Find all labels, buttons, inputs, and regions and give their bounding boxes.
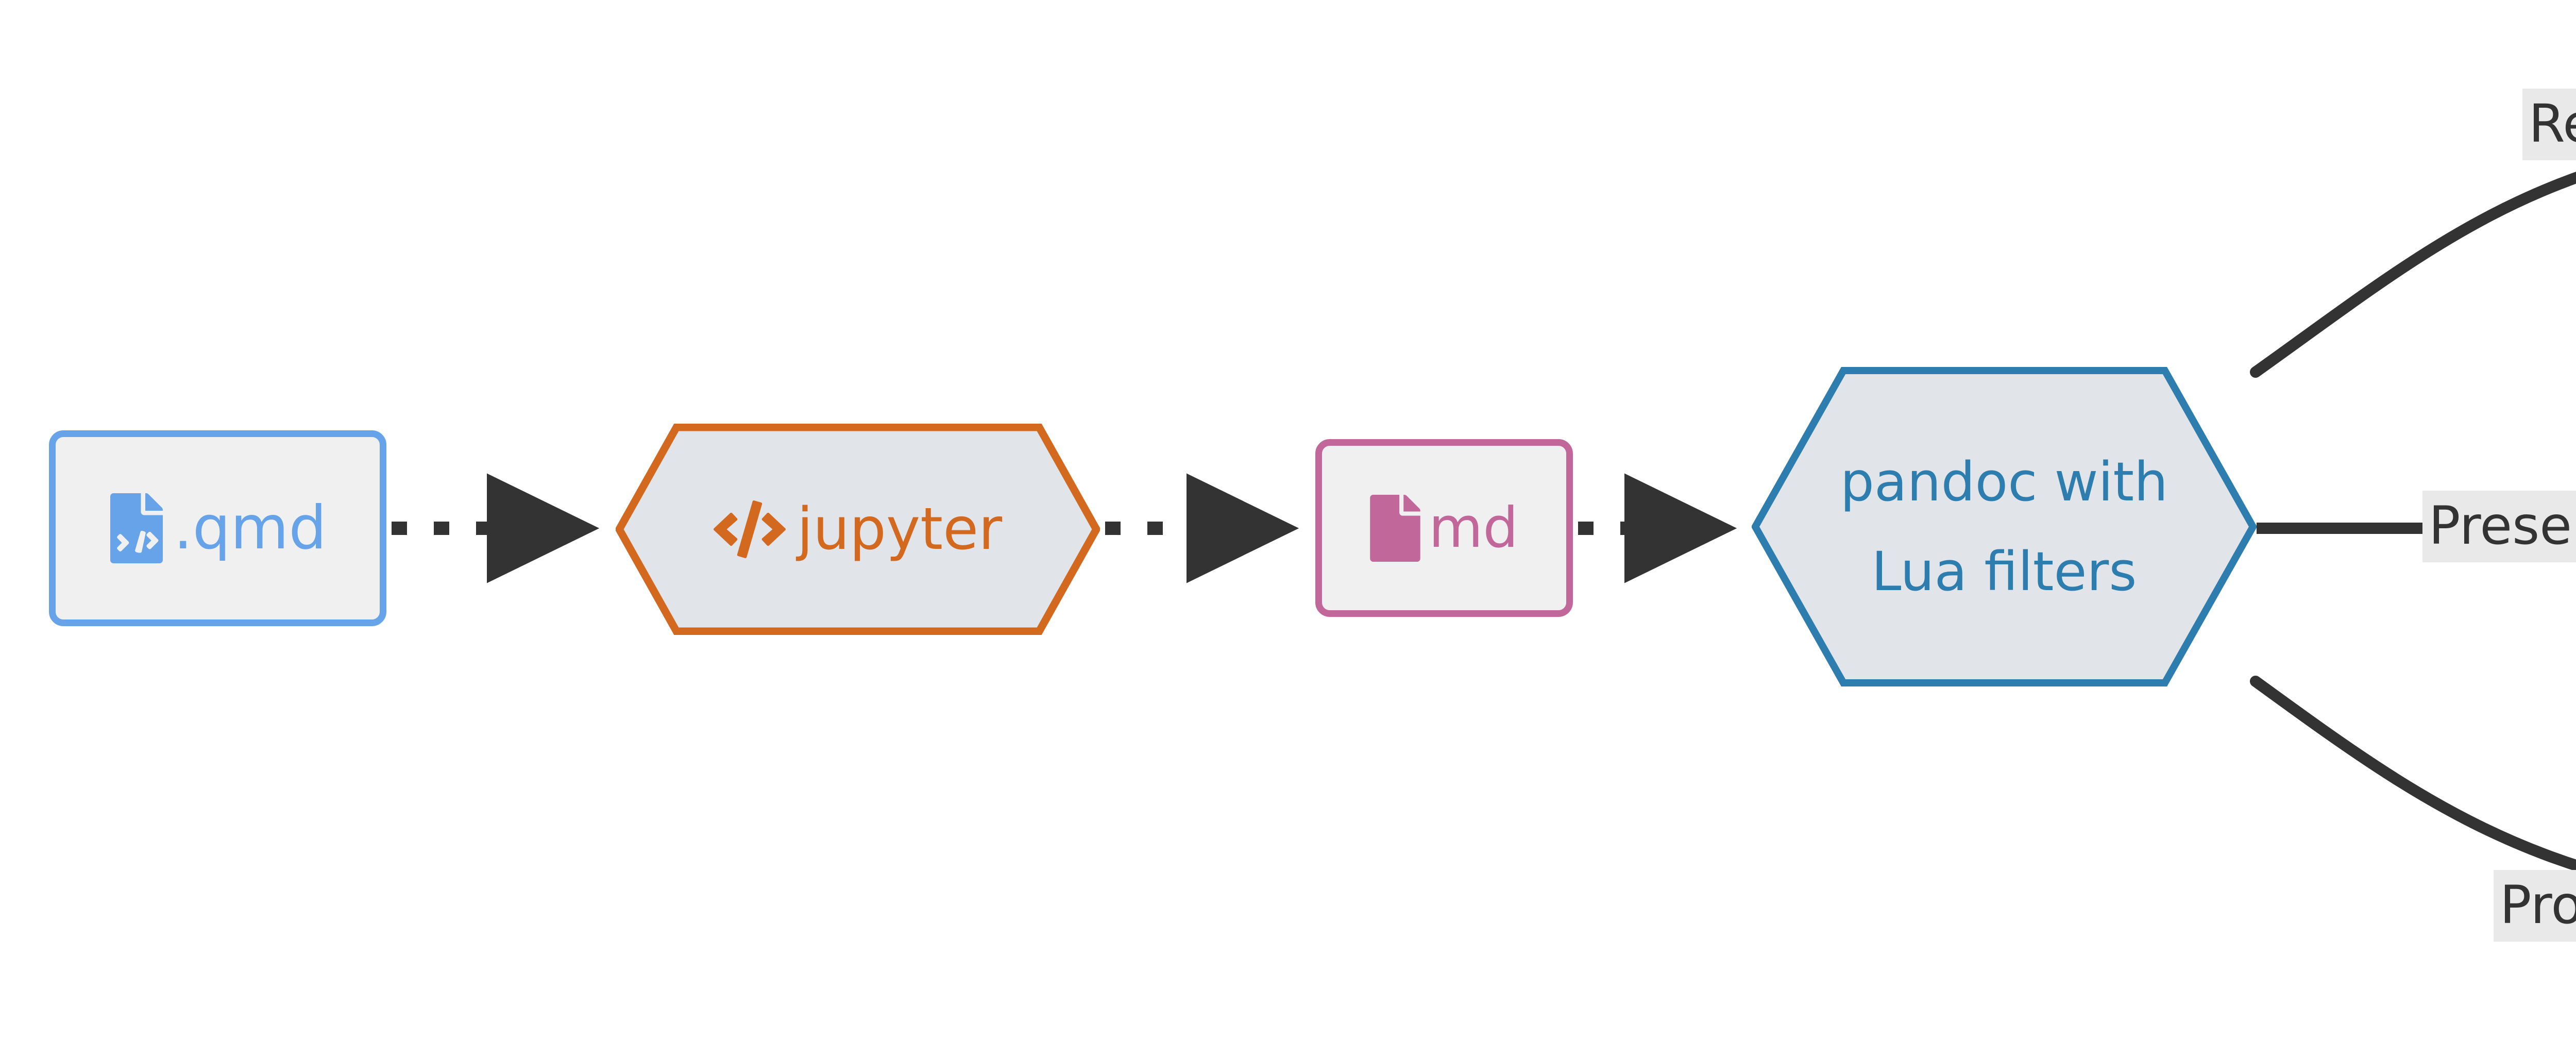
node-pandoc[interactable]: pandoc with Lua filters — [1752, 367, 2257, 686]
hexagon-shape-pandoc — [1752, 367, 2257, 686]
edge-pandoc-projects — [2250, 676, 2576, 872]
node-pandoc-label-line1: pandoc with — [1840, 450, 2168, 513]
edge-label-projects: Projects — [2494, 870, 2576, 942]
node-jupyter-content: jupyter — [616, 424, 1100, 635]
file-code-icon — [109, 493, 164, 563]
edge-pandoc-report — [2250, 172, 2576, 378]
edge-label-presentation: Presentation — [2422, 491, 2576, 562]
code-brackets-icon — [713, 499, 786, 560]
node-md[interactable]: md — [1315, 439, 1573, 617]
node-qmd-label: .qmd — [173, 493, 327, 563]
node-md-label: md — [1429, 495, 1518, 560]
hexagon-shape-jupyter — [616, 424, 1100, 635]
node-pandoc-label-line2: Lua filters — [1871, 540, 2137, 603]
node-qmd-content: .qmd — [109, 492, 327, 565]
node-md-content: md — [1370, 494, 1518, 562]
node-jupyter[interactable]: jupyter — [616, 424, 1100, 635]
node-pandoc-content: pandoc with Lua filters — [1752, 367, 2257, 686]
file-icon — [1370, 494, 1420, 562]
edge-label-report: Report — [2522, 89, 2576, 160]
node-qmd[interactable]: .qmd — [49, 430, 386, 626]
node-jupyter-label: jupyter — [796, 496, 1003, 563]
